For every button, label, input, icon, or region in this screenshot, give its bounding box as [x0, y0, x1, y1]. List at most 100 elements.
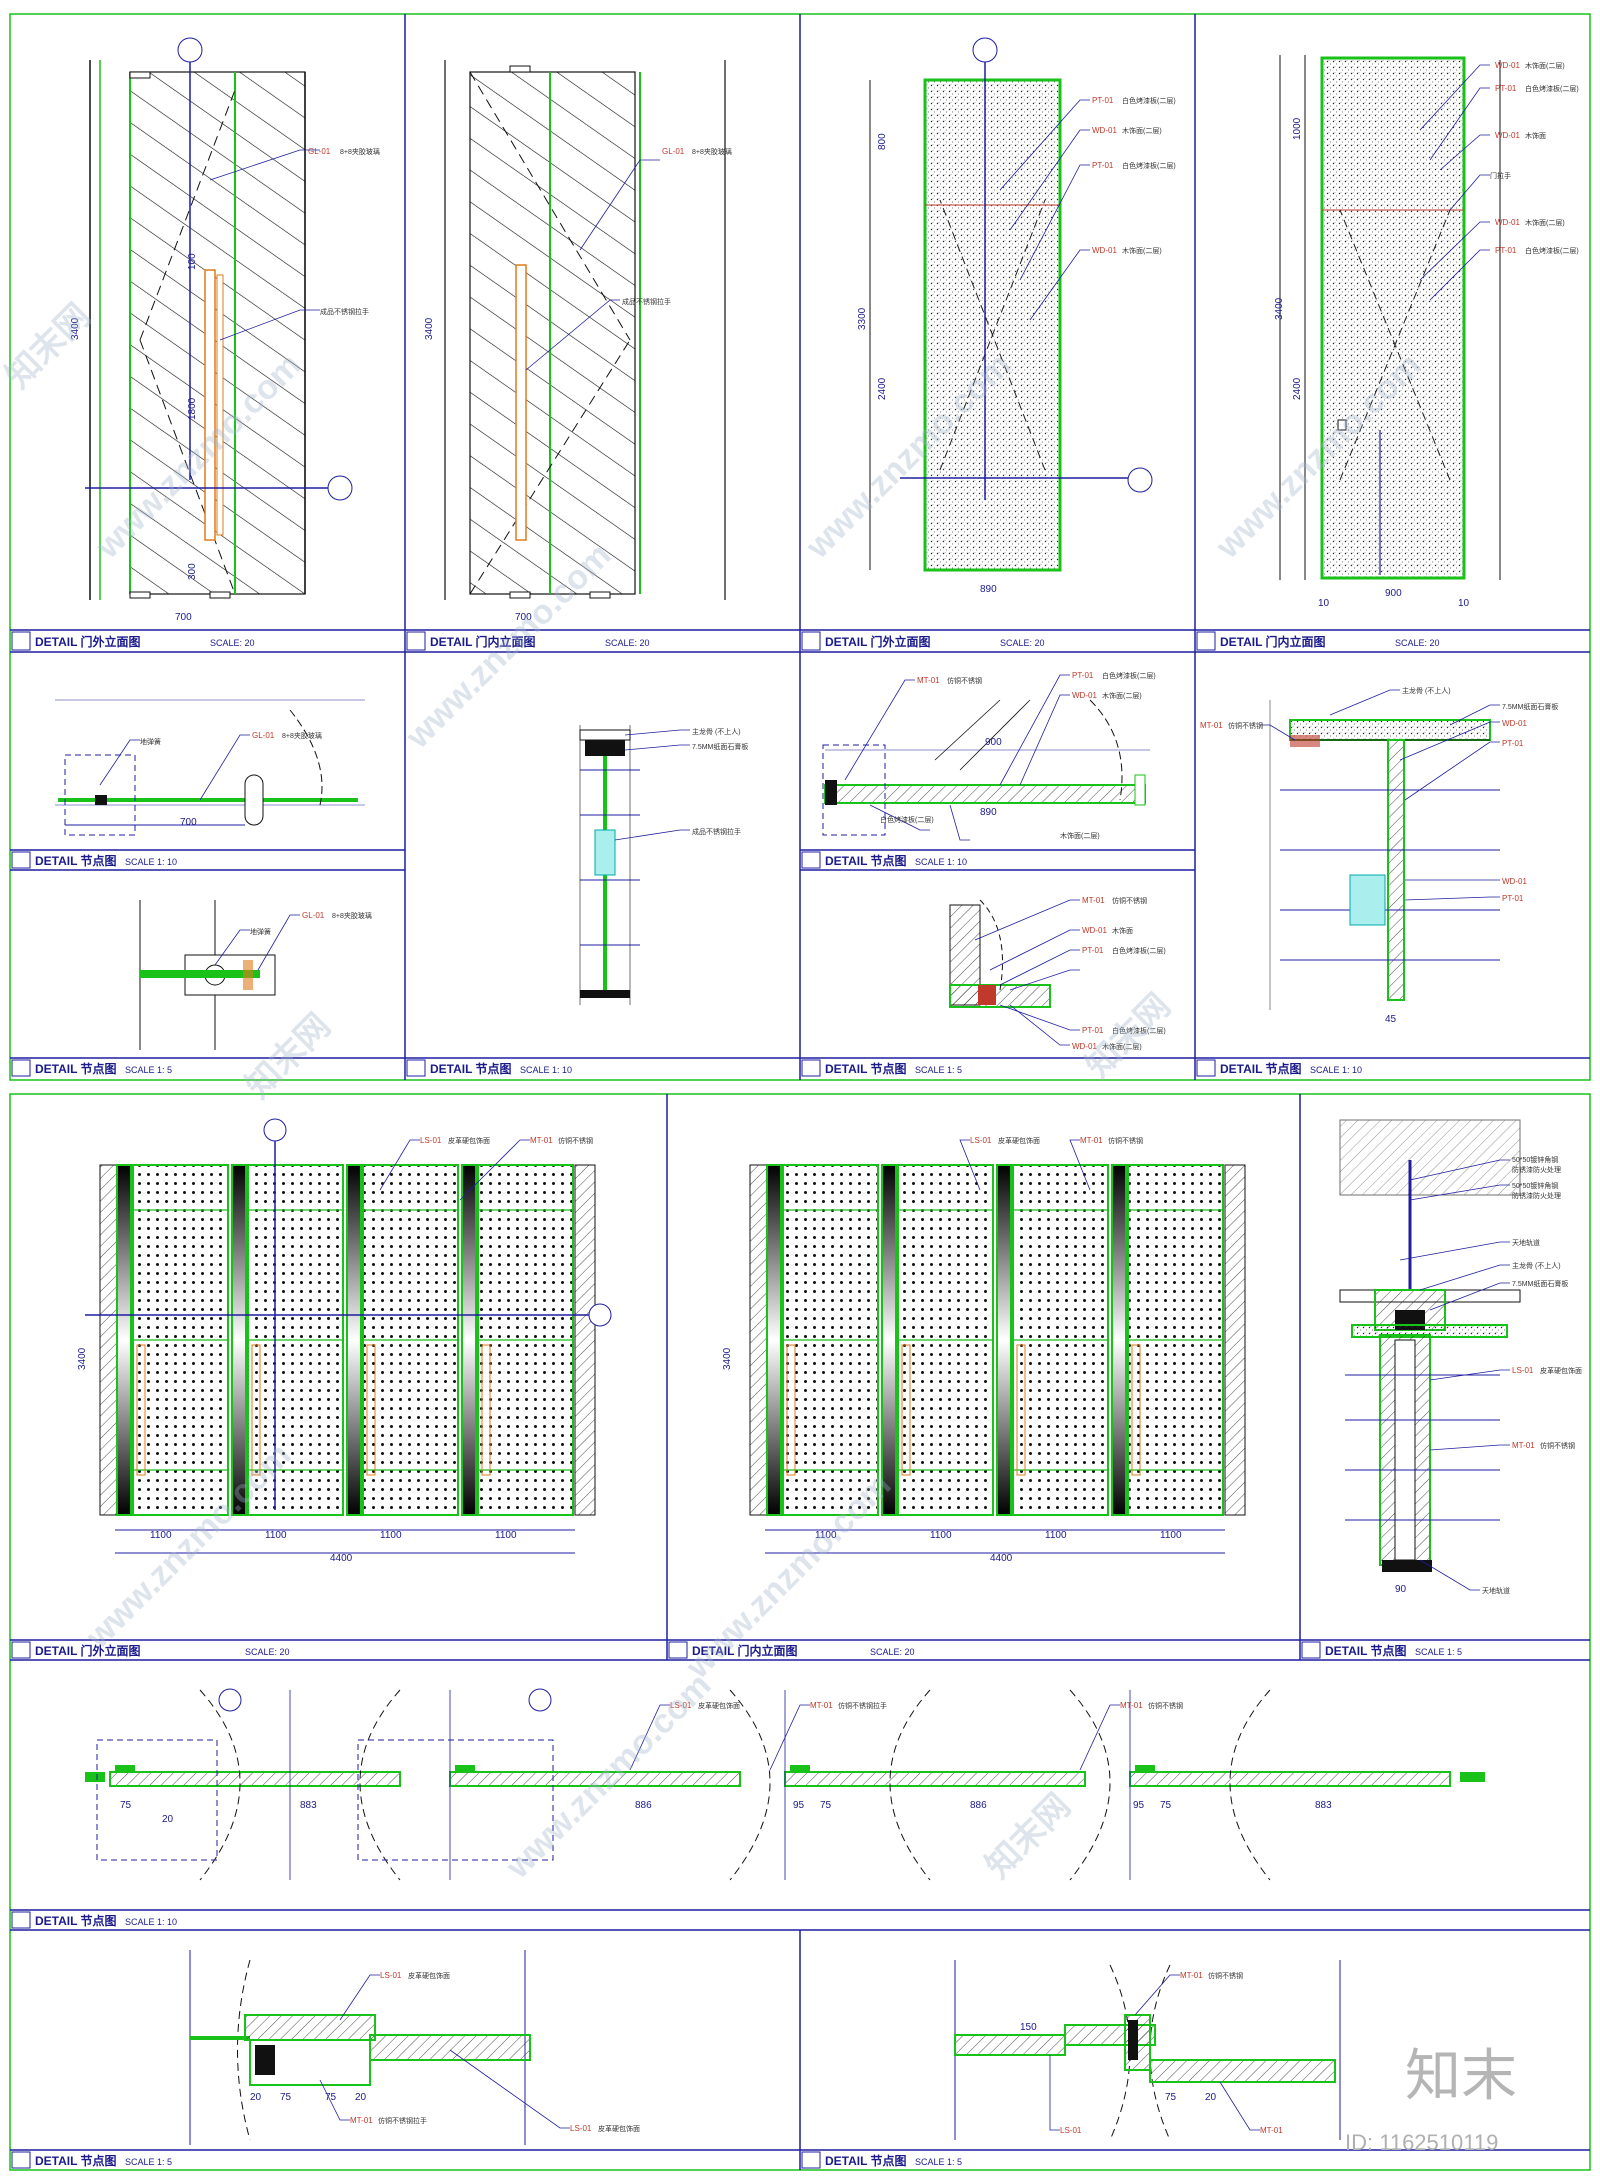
note-10e: 木饰面(二层) [1102, 1042, 1142, 1051]
note-8c: 仿铜不锈钢 [1228, 721, 1263, 730]
swing-arc [1069, 1689, 1111, 1881]
dim-height: 3400 [70, 317, 81, 340]
tag-3b: WD-01 [1092, 126, 1117, 135]
panel-edge [115, 1765, 135, 1773]
dim-900: 900 [1385, 588, 1402, 599]
dim-75e: 75 [325, 2092, 337, 2103]
panel-15-title: DETAIL 节点图 [35, 2153, 117, 2168]
note-8b: 7.5MM纸面石膏板 [1502, 702, 1558, 711]
panel-16-detail-d [954, 1960, 1341, 2141]
tag-4a: WD-01 [1495, 61, 1520, 70]
dim-900b: 900 [985, 737, 1002, 748]
tag-9b: GL-01 [302, 911, 325, 920]
dim-4400b: 4400 [990, 1553, 1013, 1564]
leader-16 [1049, 1974, 1260, 2131]
note-14a: 皮革硬包饰面 [698, 1701, 740, 1710]
dim-95b: 95 [1133, 1800, 1145, 1811]
tag-4f: PT-01 [1495, 246, 1517, 255]
panel-9-title: DETAIL 节点图 [35, 1061, 117, 1076]
door-stile [1111, 1164, 1127, 1516]
handle [136, 1344, 146, 1476]
panel-5-title: DETAIL 节点图 [35, 853, 117, 868]
detail-marker-c [218, 1688, 242, 1712]
panel-1-scale: SCALE: 20 [210, 638, 255, 648]
note-15c: 皮革硬包饰面 [598, 2124, 640, 2133]
dim-height-2: 3400 [424, 317, 435, 340]
tag-11b: MT-01 [530, 1136, 553, 1145]
leader-9 [214, 914, 300, 971]
dim-1100b: 1100 [265, 1530, 287, 1541]
panel-8-title: DETAIL 节点图 [1220, 1061, 1302, 1076]
tag-3a: PT-01 [1092, 96, 1114, 105]
dim-1100e: 1100 [815, 1530, 837, 1541]
note-14b: 仿铜不锈钢拉手 [838, 1701, 887, 1710]
tag-10c: PT-01 [1082, 946, 1104, 955]
tag-8e: PT-01 [1502, 739, 1524, 748]
tag-gl: GL-01 [308, 147, 331, 156]
note-7d: 白色烤漆板(二层) [880, 815, 934, 824]
wall-right [1224, 1164, 1246, 1516]
door-stile [346, 1164, 362, 1516]
dim-4400a: 4400 [330, 1553, 353, 1564]
note-handle-2: 成品不锈钢拉手 [622, 297, 671, 306]
tag-3d: WD-01 [1092, 246, 1117, 255]
panel-1-glass-door-exterior [85, 37, 353, 600]
note-13a: 50*50镀锌角钢 [1512, 1155, 1558, 1164]
swing-arc [199, 1689, 241, 1881]
note-7c: 木饰面(二层) [1102, 691, 1142, 700]
note-5b: 8+8夹胶玻璃 [282, 731, 322, 740]
note-4c: 木饰面 [1525, 131, 1546, 140]
dim-883b: 883 [1315, 1800, 1332, 1811]
tag-7a: MT-01 [917, 676, 940, 685]
swing-arc [1229, 1689, 1271, 1881]
panel-13-scale: SCALE 1: 5 [1415, 1647, 1462, 1657]
dim-20a: 20 [162, 1814, 174, 1825]
handle [1016, 1344, 1026, 1476]
panel-16-scale: SCALE 1: 5 [915, 2157, 962, 2167]
jamb-left [85, 1772, 105, 1782]
dim-width: 700 [175, 612, 192, 623]
jamb-right [1460, 1772, 1485, 1782]
panel-7-scale: SCALE 1: 10 [915, 857, 967, 867]
leader-11 [379, 1139, 530, 1201]
panel-edge [1135, 1765, 1155, 1773]
detail-box-c [96, 1739, 218, 1861]
door-stile [231, 1164, 247, 1516]
panel-6-detail-b [579, 725, 640, 1005]
panel-4-scale: SCALE: 20 [1395, 638, 1440, 648]
leader-15 [319, 1974, 570, 2129]
leader-13 [1399, 1159, 1510, 1591]
tag-15a: LS-01 [380, 1971, 402, 1980]
dim-1100h: 1100 [1160, 1530, 1182, 1541]
tag-8c: MT-01 [1200, 721, 1223, 730]
watermark-6: 知末网 [239, 1007, 338, 1106]
panel-5-scale: SCALE 1: 10 [125, 857, 177, 867]
dim-20b: 20 [250, 2092, 262, 2103]
tag-16b: LS-01 [1060, 2126, 1082, 2135]
panel-1-title: DETAIL 门外立面图 [35, 634, 141, 649]
leader-2 [525, 159, 660, 371]
door-panel-section [1129, 1771, 1451, 1787]
note-glass: 8+8夹胶玻璃 [340, 147, 380, 156]
dim-95a: 95 [793, 1800, 805, 1811]
tag-4e: WD-01 [1495, 218, 1520, 227]
panel-10-title: DETAIL 节点图 [825, 1061, 907, 1076]
tag-10d: PT-01 [1082, 1026, 1104, 1035]
panel-11-title: DETAIL 门外立面图 [35, 1643, 141, 1658]
panel-2-scale: SCALE: 20 [605, 638, 650, 648]
panel-2-title: DETAIL 门内立面图 [430, 634, 536, 649]
note-10c: 白色烤漆板(二层) [1112, 946, 1166, 955]
note-15a: 皮革硬包饰面 [408, 1971, 450, 1980]
leader-12 [959, 1139, 1091, 1191]
tag-gl-2: GL-01 [662, 147, 685, 156]
note-3a: 白色烤漆板(二层) [1122, 96, 1176, 105]
dim-2400-4: 2400 [1292, 377, 1303, 400]
note-4e: 木饰面(二层) [1525, 218, 1565, 227]
note-9a: 地弹簧 [250, 927, 271, 936]
watermark-11: 知末网 [979, 1787, 1078, 1886]
handle [901, 1344, 911, 1476]
tag-12a: LS-01 [970, 1136, 992, 1145]
dim-1100c: 1100 [380, 1530, 402, 1541]
note-7a: 仿铜不锈钢 [947, 676, 982, 685]
tag-12b: MT-01 [1080, 1136, 1103, 1145]
